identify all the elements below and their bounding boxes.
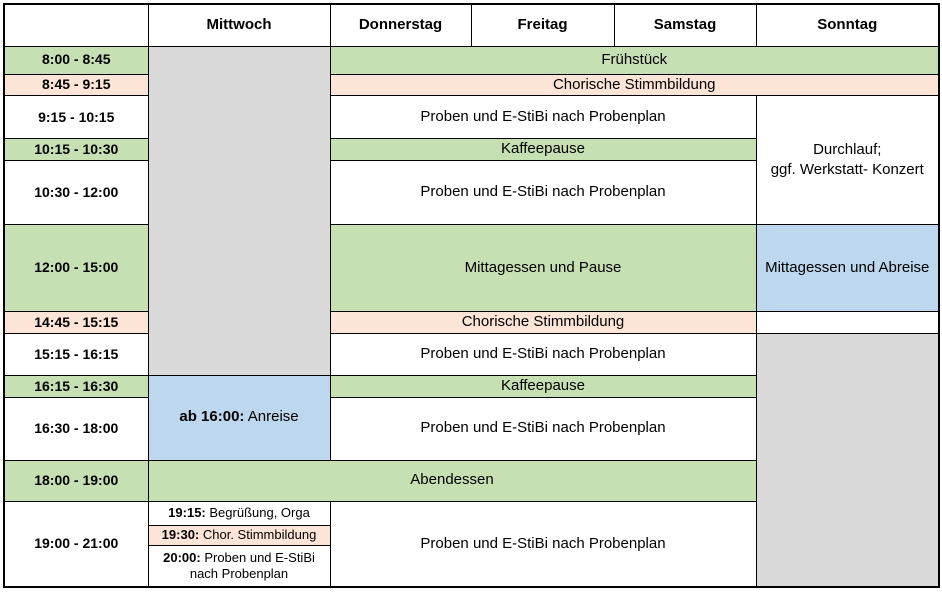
row-0845: 8:45 - 9:15 Chorische Stimmbildung [3,73,940,97]
row-1200: 12:00 - 15:00 Mittagessen und Pause Mitt… [3,224,940,312]
row-1030: 10:30 - 12:00 Proben und E-StiBi nach Pr… [3,160,939,225]
arrival-time-prefix: ab 16:00: [179,408,245,426]
event-cell-kaffeepause-afternoon: Kaffeepause [329,374,757,398]
evening-subrow-proben: 20:00: Proben und E-StiBi nach Probenpla… [149,544,329,586]
row-1900: 19:00 - 21:00 19:15: Begrüßung, Orga 19:… [3,500,939,588]
event-cell-mittagessen-pause: Mittagessen und Pause [329,224,757,312]
time-cell: 19:00 - 21:00 [3,500,149,588]
event-cell-proben-4: Proben und E-StiBi nach Probenplan [329,396,757,461]
evening-subrow-begruessung: 19:15: Begrüßung, Orga [149,502,329,525]
time-cell: 10:30 - 12:00 [3,160,149,225]
event-cell-proben-3: Proben und E-StiBi nach Probenplan [329,332,757,376]
durchlauf-line1: Durchlauf; [813,140,882,158]
event-cell-stimmbildung-morning: Chorische Stimmbildung [329,73,940,97]
wednesday-arrival-cell: ab 16:00: Anreise [147,374,331,461]
wednesday-evening-cell: 19:15: Begrüßung, Orga 19:30: Chor. Stim… [147,500,331,588]
subrow-time-prefix: 19:15: [168,505,206,521]
sunday-afternoon-empty-cell [755,311,940,334]
day-header-thursday: Donnerstag [329,3,472,47]
day-header-wednesday: Mittwoch [147,3,331,47]
day-header-friday: Freitag [470,3,615,47]
time-cell: 10:15 - 10:30 [3,138,149,161]
event-cell-abendessen: Abendessen [147,459,757,502]
row-1615: 16:15 - 16:30 ab 16:00: Anreise Kaffeepa… [3,374,939,461]
row-1800: 18:00 - 19:00 Abendessen [3,459,939,502]
sunday-morning-cell: Durchlauf; ggf. Werkstatt- Konzert [755,95,940,225]
header-row: Mittwoch Donnerstag Freitag Samstag Sonn… [3,3,940,47]
subrow-label: Chor. Stimmbildung [202,527,317,543]
time-cell: 9:15 - 10:15 [3,95,149,140]
event-cell-proben-1: Proben und E-StiBi nach Probenplan [329,95,757,140]
event-cell-proben-5: Proben und E-StiBi nach Probenplan [329,500,757,588]
row-1630: 16:30 - 18:00 Proben und E-StiBi nach Pr… [3,396,939,461]
sunday-evening-empty-cell [755,332,940,588]
subrow-time-prefix: 19:30: [161,527,200,543]
event-cell-fruehstueck: Frühstück [329,45,940,75]
event-cell-kaffeepause-morning: Kaffeepause [329,138,757,161]
day-header-sunday: Sonntag [755,3,940,47]
event-cell-mittagessen-abreise: Mittagessen und Abreise [755,224,940,312]
time-cell: 16:15 - 16:30 [3,374,149,398]
subrow-label: Proben und E-StiBi nach Probenplan [189,549,315,581]
event-cell-proben-2: Proben und E-StiBi nach Probenplan [329,160,757,225]
time-cell: 8:00 - 8:45 [3,45,149,75]
time-cell: 12:00 - 15:00 [3,224,149,312]
event-cell-stimmbildung-afternoon: Chorische Stimmbildung [329,311,757,334]
row-1015: 10:15 - 10:30 Kaffeepause [3,138,939,161]
wednesday-daytime-empty-cell [147,45,331,376]
day-header-saturday: Samstag [613,3,757,47]
row-0915: 9:15 - 10:15 Proben und E-StiBi nach Pro… [3,95,940,225]
time-cell: 14:45 - 15:15 [3,311,149,334]
arrival-label: Anreise [247,408,299,426]
corner-cell [3,3,149,47]
row-1445: 14:45 - 15:15 Chorische Stimmbildung [3,311,940,334]
subrow-time-prefix: 20:00: [163,549,201,565]
time-cell: 8:45 - 9:15 [3,73,149,97]
subrow-label: Begrüßung, Orga [209,505,310,521]
time-cell: 16:30 - 18:00 [3,396,149,461]
rehearsal-schedule-table: Mittwoch Donnerstag Freitag Samstag Sonn… [3,3,940,589]
row-0800: 8:00 - 8:45 Frühstück [3,45,940,376]
time-cell: 15:15 - 16:15 [3,332,149,376]
time-cell: 18:00 - 19:00 [3,459,149,502]
evening-subrow-stimmbildung: 19:30: Chor. Stimmbildung [149,524,329,545]
row-1515: 15:15 - 16:15 Proben und E-StiBi nach Pr… [3,332,940,588]
durchlauf-line2: ggf. Werkstatt- Konzert [770,161,924,179]
